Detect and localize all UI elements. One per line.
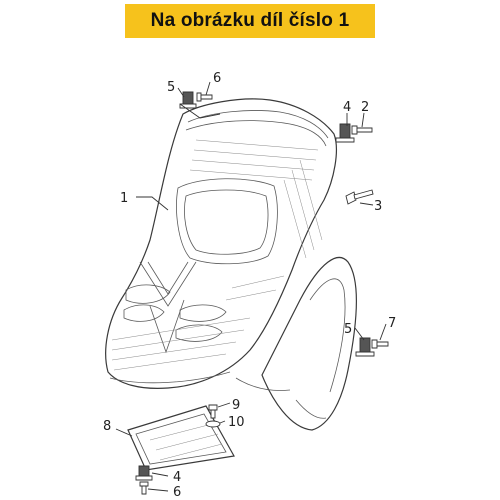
callout-7: 7 <box>388 316 396 331</box>
callout-4-bottom: 4 <box>173 470 181 485</box>
title-banner: Na obrázku díl číslo 1 <box>125 4 375 38</box>
callout-9: 9 <box>232 398 240 413</box>
screw-top-part-6[interactable] <box>196 92 213 102</box>
clip-right-part-4[interactable] <box>335 123 355 143</box>
callout-5-mid: 5 <box>344 322 352 337</box>
washer-part-10[interactable] <box>205 420 221 428</box>
callout-1: 1 <box>120 191 128 206</box>
leader-lines <box>115 81 387 492</box>
callout-10: 10 <box>228 415 245 430</box>
clip-bottom-part-4[interactable] <box>135 465 153 481</box>
callout-6-bottom: 6 <box>173 485 181 500</box>
bottom-cover-plate-part-8[interactable] <box>127 405 235 471</box>
screw-bottom-part-6[interactable] <box>139 481 149 495</box>
screw-right-part-2[interactable] <box>351 125 373 135</box>
screw-part-9[interactable] <box>208 404 218 419</box>
callout-6-top: 6 <box>213 71 221 86</box>
title-text: Na obrázku díl číslo 1 <box>150 10 350 31</box>
callout-5-top: 5 <box>167 80 175 95</box>
bolt-part-3[interactable] <box>345 189 374 205</box>
callout-8: 8 <box>103 419 111 434</box>
clip-mid-part-5[interactable] <box>355 337 375 357</box>
callout-4-top: 4 <box>343 100 351 115</box>
screw-mid-part-7[interactable] <box>371 339 389 349</box>
callout-2: 2 <box>361 100 369 115</box>
callout-3: 3 <box>374 199 382 214</box>
front-shield-part-1[interactable] <box>105 98 357 431</box>
